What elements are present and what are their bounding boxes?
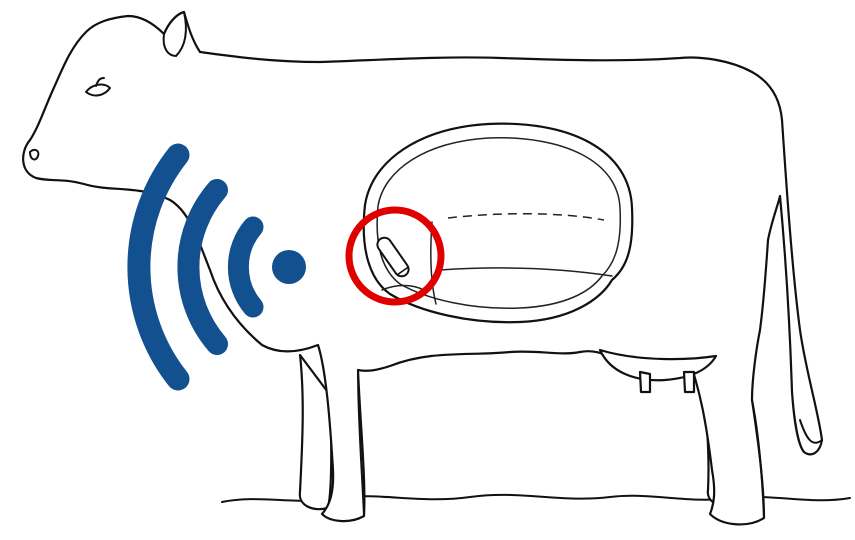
cow-teat-1 [640, 372, 650, 392]
cow-teat-2 [684, 372, 694, 392]
signal-dot [272, 250, 306, 284]
rumen-outer [364, 124, 633, 323]
